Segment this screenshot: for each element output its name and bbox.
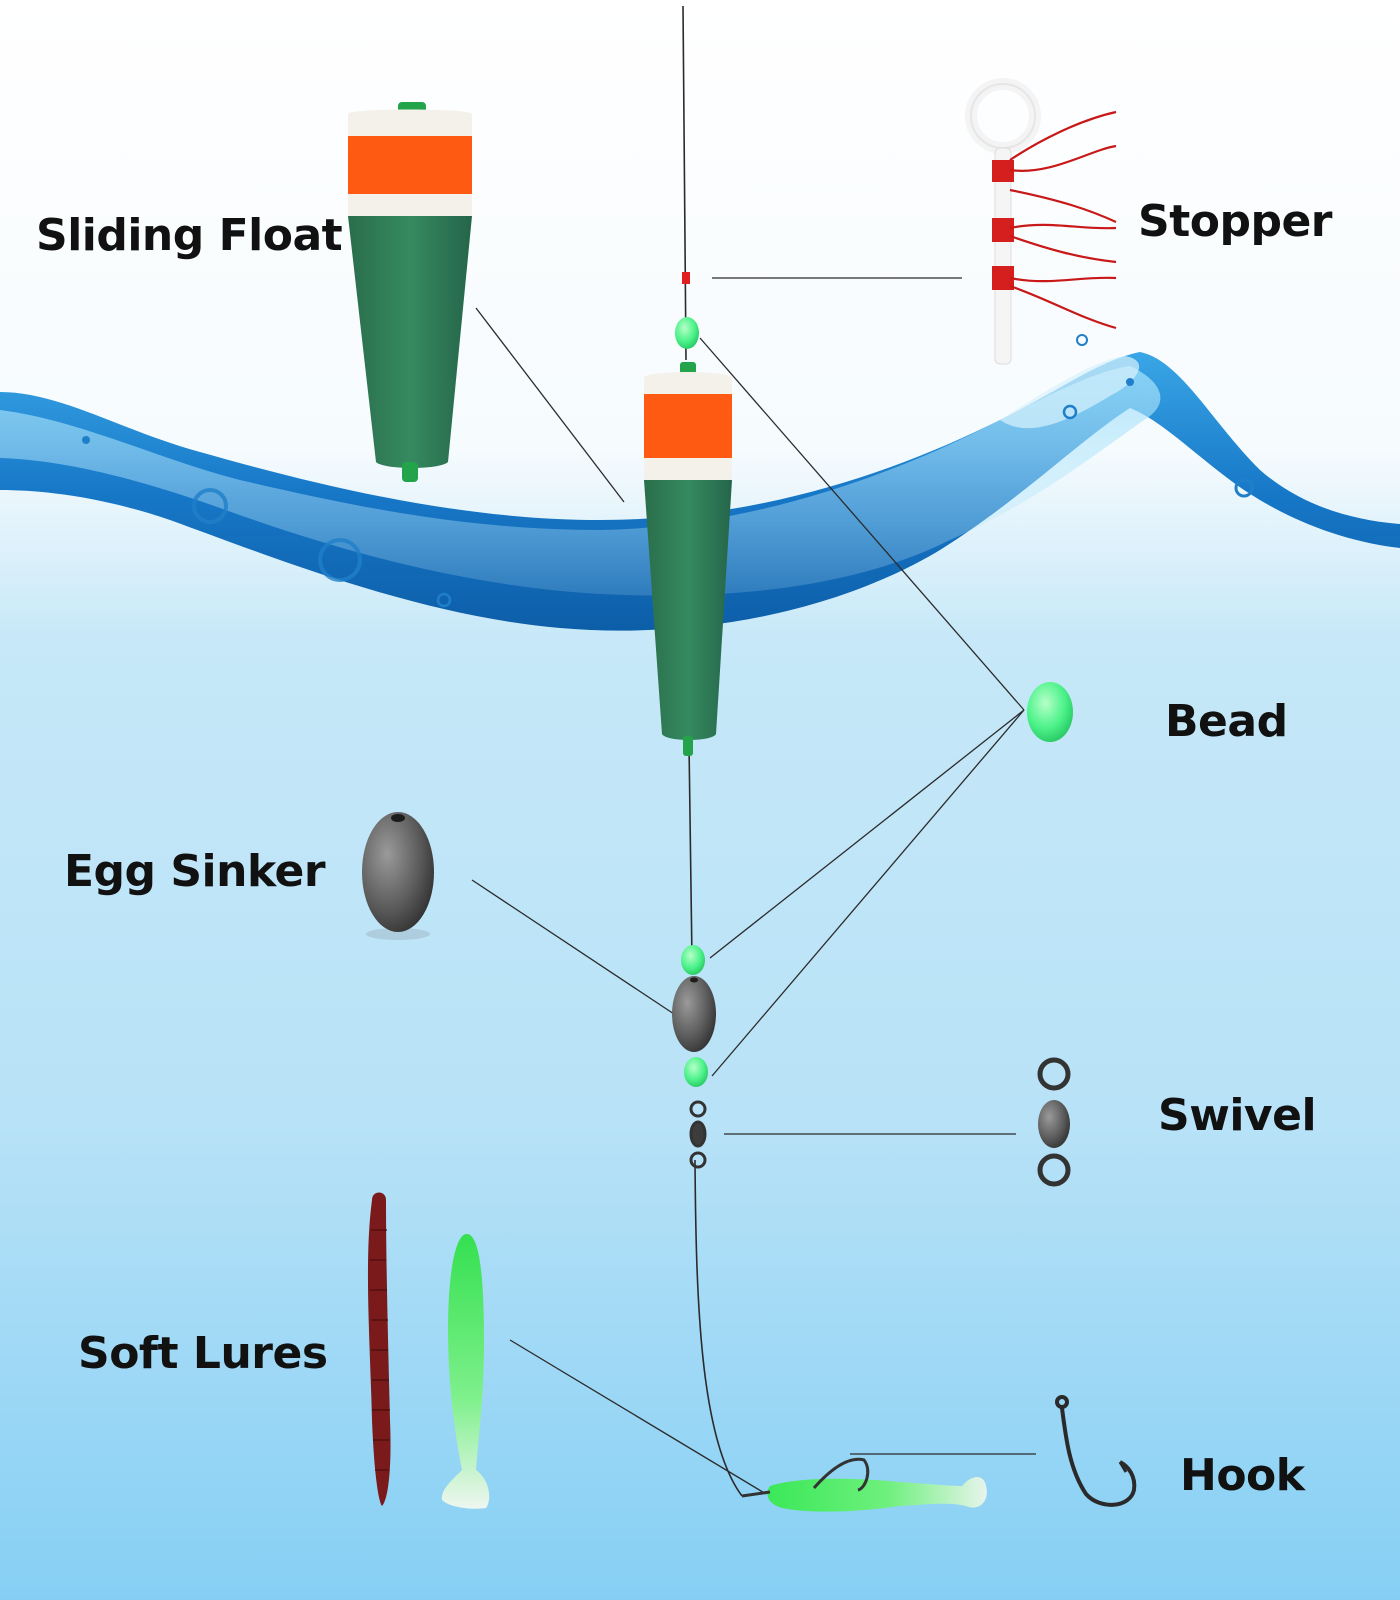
leader-lines — [471, 277, 1036, 1495]
hook-icon — [1055, 1395, 1137, 1507]
label-sliding-float: Sliding Float — [36, 210, 343, 261]
label-egg-sinker: Egg Sinker — [64, 846, 326, 897]
swivel-icon — [1037, 1057, 1071, 1187]
rig-sliding-float — [644, 362, 732, 756]
label-bead: Bead — [1165, 696, 1288, 747]
fishing-line — [682, 5, 743, 1497]
soft-lure-shad-icon — [441, 1233, 490, 1509]
egg-sinker-icon — [362, 812, 434, 940]
rig-swivel — [689, 1100, 707, 1169]
label-hook: Hook — [1180, 1450, 1305, 1501]
label-soft-lures: Soft Lures — [78, 1328, 328, 1379]
label-swivel: Swivel — [1158, 1090, 1317, 1141]
rig-hook-with-lure — [741, 1457, 987, 1512]
rig-bead-top — [675, 317, 699, 349]
rig-egg-sinker — [672, 976, 716, 1052]
sliding-float-icon — [348, 102, 472, 482]
soft-lure-worm-icon — [367, 1192, 391, 1506]
rig-bead-bottom — [684, 1057, 708, 1087]
label-stopper: Stopper — [1138, 196, 1332, 247]
rig-stopper — [682, 272, 690, 284]
water-wave — [0, 334, 1400, 631]
stopper-icon — [965, 78, 1117, 365]
bead-icon — [1027, 682, 1073, 742]
rig-bead-middle — [681, 945, 705, 975]
